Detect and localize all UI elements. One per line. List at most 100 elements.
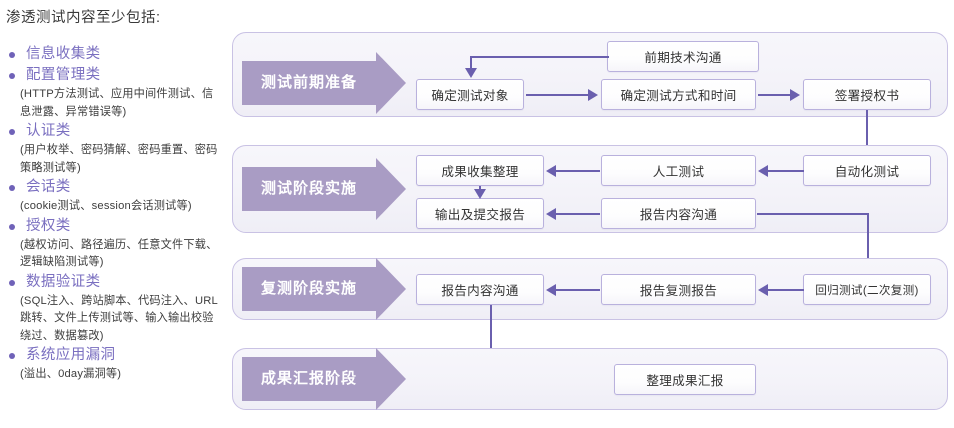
node-report-content-comm[interactable]: 报告内容沟通 <box>601 198 756 229</box>
node-label: 报告内容沟通 <box>639 208 718 222</box>
node-label: 整理成果汇报 <box>646 374 724 388</box>
node-report-content-comm-2[interactable]: 报告内容沟通 <box>416 274 544 305</box>
node-label: 签署授权书 <box>834 89 900 103</box>
connector-method-to-sign-line <box>758 94 790 96</box>
node-label: 确定测试对象 <box>431 89 509 103</box>
list-item-heading-text: 数据验证类 <box>26 273 101 290</box>
node-label: 人工测试 <box>652 165 705 179</box>
phase-arrow-label: 测试阶段实施 <box>260 180 357 197</box>
phase-arrow-head-icon <box>376 258 406 320</box>
list-item-heading: 认证类 <box>4 121 224 142</box>
node-organize-result-report[interactable]: 整理成果汇报 <box>614 364 756 395</box>
node-label: 成果收集整理 <box>441 165 519 179</box>
node-label: 前期技术沟通 <box>644 51 722 65</box>
arrowhead-right-icon <box>790 89 800 101</box>
list-item: 系统应用漏洞 (溢出、0day漏洞等) <box>4 345 224 384</box>
node-report-recheck[interactable]: 报告复测报告 <box>601 274 756 305</box>
arrowhead-right-icon <box>588 89 598 101</box>
connector-auto-to-manual-line <box>768 170 804 172</box>
phase-arrow-pre-test: 测试前期准备 <box>242 52 406 114</box>
list-item: 数据验证类 (SQL注入、跨站脚本、代码注入、URL跳转、文件上传测试等、输入输… <box>4 272 224 346</box>
node-auto-test[interactable]: 自动化测试 <box>803 155 931 186</box>
penetration-test-list: 信息收集类 配置管理类 (HTTP方法测试、应用中间件测试、信息泄露、异常错误等… <box>4 44 224 384</box>
list-item-detail: (cookie测试、session会话测试等) <box>20 200 192 212</box>
page-title: 渗透测试内容至少包括: <box>6 10 161 26</box>
phase-arrow-label: 测试前期准备 <box>260 74 357 91</box>
phase-arrow-retest: 复测阶段实施 <box>242 258 406 320</box>
phase-arrow-head-icon <box>376 348 406 410</box>
list-item-heading-text: 会话类 <box>26 179 71 195</box>
node-label: 确定测试方式和时间 <box>620 89 737 103</box>
arrowhead-left-icon <box>546 165 556 177</box>
list-item-heading: 数据验证类 <box>4 272 224 293</box>
list-item-detail: (SQL注入、跨站脚本、代码注入、URL跳转、文件上传测试等、输入输出校验绕过、… <box>20 294 218 342</box>
arrowhead-left-icon <box>758 165 768 177</box>
node-output-submit-report[interactable]: 输出及提交报告 <box>416 198 544 229</box>
phase-arrow-report: 成果汇报阶段 <box>242 348 406 410</box>
node-pre-tech-comm[interactable]: 前期技术沟通 <box>607 41 759 72</box>
connector-reportcomm-to-regression-horizontal <box>757 213 869 215</box>
list-item-heading: 系统应用漏洞 <box>4 345 224 366</box>
list-item: 认证类 (用户枚举、密码猜解、密码重置、密码策略测试等) <box>4 121 224 177</box>
arrowhead-down-icon <box>474 189 486 199</box>
node-manual-test[interactable]: 人工测试 <box>601 155 756 186</box>
list-item-heading: 会话类 <box>4 177 224 198</box>
left-panel: 渗透测试内容至少包括: 信息收集类 配置管理类 (HTTP方法测试、应用中间件测… <box>0 0 226 428</box>
node-result-collect[interactable]: 成果收集整理 <box>416 155 544 186</box>
phase-arrow-body <box>242 167 376 211</box>
bullet-dot-icon <box>9 223 15 230</box>
list-item-detail: (溢出、0day漏洞等) <box>20 368 122 380</box>
list-item-detail: (HTTP方法测试、应用中间件测试、信息泄露、异常错误等) <box>20 88 214 118</box>
connector-reportcomm2-to-organize-vertical <box>490 305 492 382</box>
process-flow-diagram: 测试前期准备 前期技术沟通 确定测试对象 确定测试方式和时间 签署授权书 <box>228 0 954 428</box>
connector-recheck-to-reportcomm-line <box>556 289 600 291</box>
phase-arrow-body <box>242 61 376 105</box>
list-item-detail: (越权访问、路径遍历、任意文件下载、逻辑缺陷测试等) <box>20 238 218 269</box>
phase-arrow-body <box>242 267 376 311</box>
bullet-dot-icon <box>9 279 15 286</box>
list-item-heading: 信息收集类 <box>4 44 224 65</box>
list-item: 授权类 (越权访问、路径遍历、任意文件下载、逻辑缺陷测试等) <box>4 216 224 272</box>
connector-reportcomm-to-regression-vertical <box>867 213 869 269</box>
node-regression-test[interactable]: 回归测试(二次复测) <box>803 274 931 305</box>
list-item-heading-text: 授权类 <box>26 217 71 234</box>
bullet-dot-icon <box>9 185 15 191</box>
list-item-heading-text: 认证类 <box>26 123 71 139</box>
arrowhead-left-icon <box>758 284 768 296</box>
phase-arrow-head-icon <box>376 158 406 220</box>
list-item: 会话类 (cookie测试、session会话测试等) <box>4 177 224 216</box>
connector-pretech-to-target-vertical <box>470 56 472 69</box>
node-sign-authorization[interactable]: 签署授权书 <box>803 79 931 110</box>
phase-arrow-test-exec: 测试阶段实施 <box>242 158 406 220</box>
connector-reportcomm-to-output-line <box>556 213 600 215</box>
bullet-dot-icon <box>9 52 15 58</box>
list-item: 配置管理类 (HTTP方法测试、应用中间件测试、信息泄露、异常错误等) <box>4 65 224 121</box>
list-item-heading: 配置管理类 <box>4 65 224 86</box>
node-define-target[interactable]: 确定测试对象 <box>416 79 524 110</box>
list-item: 信息收集类 <box>4 44 224 65</box>
node-label: 报告复测报告 <box>639 284 718 298</box>
connector-sign-to-auto-vertical <box>866 110 868 156</box>
list-item-heading: 授权类 <box>4 216 224 237</box>
list-item-heading-text: 系统应用漏洞 <box>26 347 116 363</box>
node-label: 报告内容沟通 <box>441 284 519 298</box>
phase-arrow-label: 复测阶段实施 <box>260 280 357 297</box>
node-label: 自动化测试 <box>834 165 900 179</box>
bullet-dot-icon <box>9 73 15 79</box>
connector-regression-to-recheck-line <box>768 289 804 291</box>
phase-arrow-body <box>242 357 376 401</box>
node-define-method-time[interactable]: 确定测试方式和时间 <box>601 79 756 110</box>
connector-pretech-to-target-horizontal <box>470 56 609 58</box>
list-item-heading-text: 配置管理类 <box>26 67 101 83</box>
node-label: 回归测试(二次复测) <box>815 283 919 297</box>
arrowhead-down-icon <box>465 68 477 78</box>
connector-manual-to-collect-line <box>556 170 600 172</box>
node-label: 输出及提交报告 <box>434 208 526 222</box>
phase-arrow-head-icon <box>376 52 406 114</box>
arrowhead-left-icon <box>546 208 556 220</box>
list-item-detail: (用户枚举、密码猜解、密码重置、密码策略测试等) <box>20 144 218 174</box>
phase-arrow-label: 成果汇报阶段 <box>260 370 357 387</box>
list-item-heading-text: 信息收集类 <box>26 46 101 62</box>
bullet-dot-icon <box>9 129 15 135</box>
